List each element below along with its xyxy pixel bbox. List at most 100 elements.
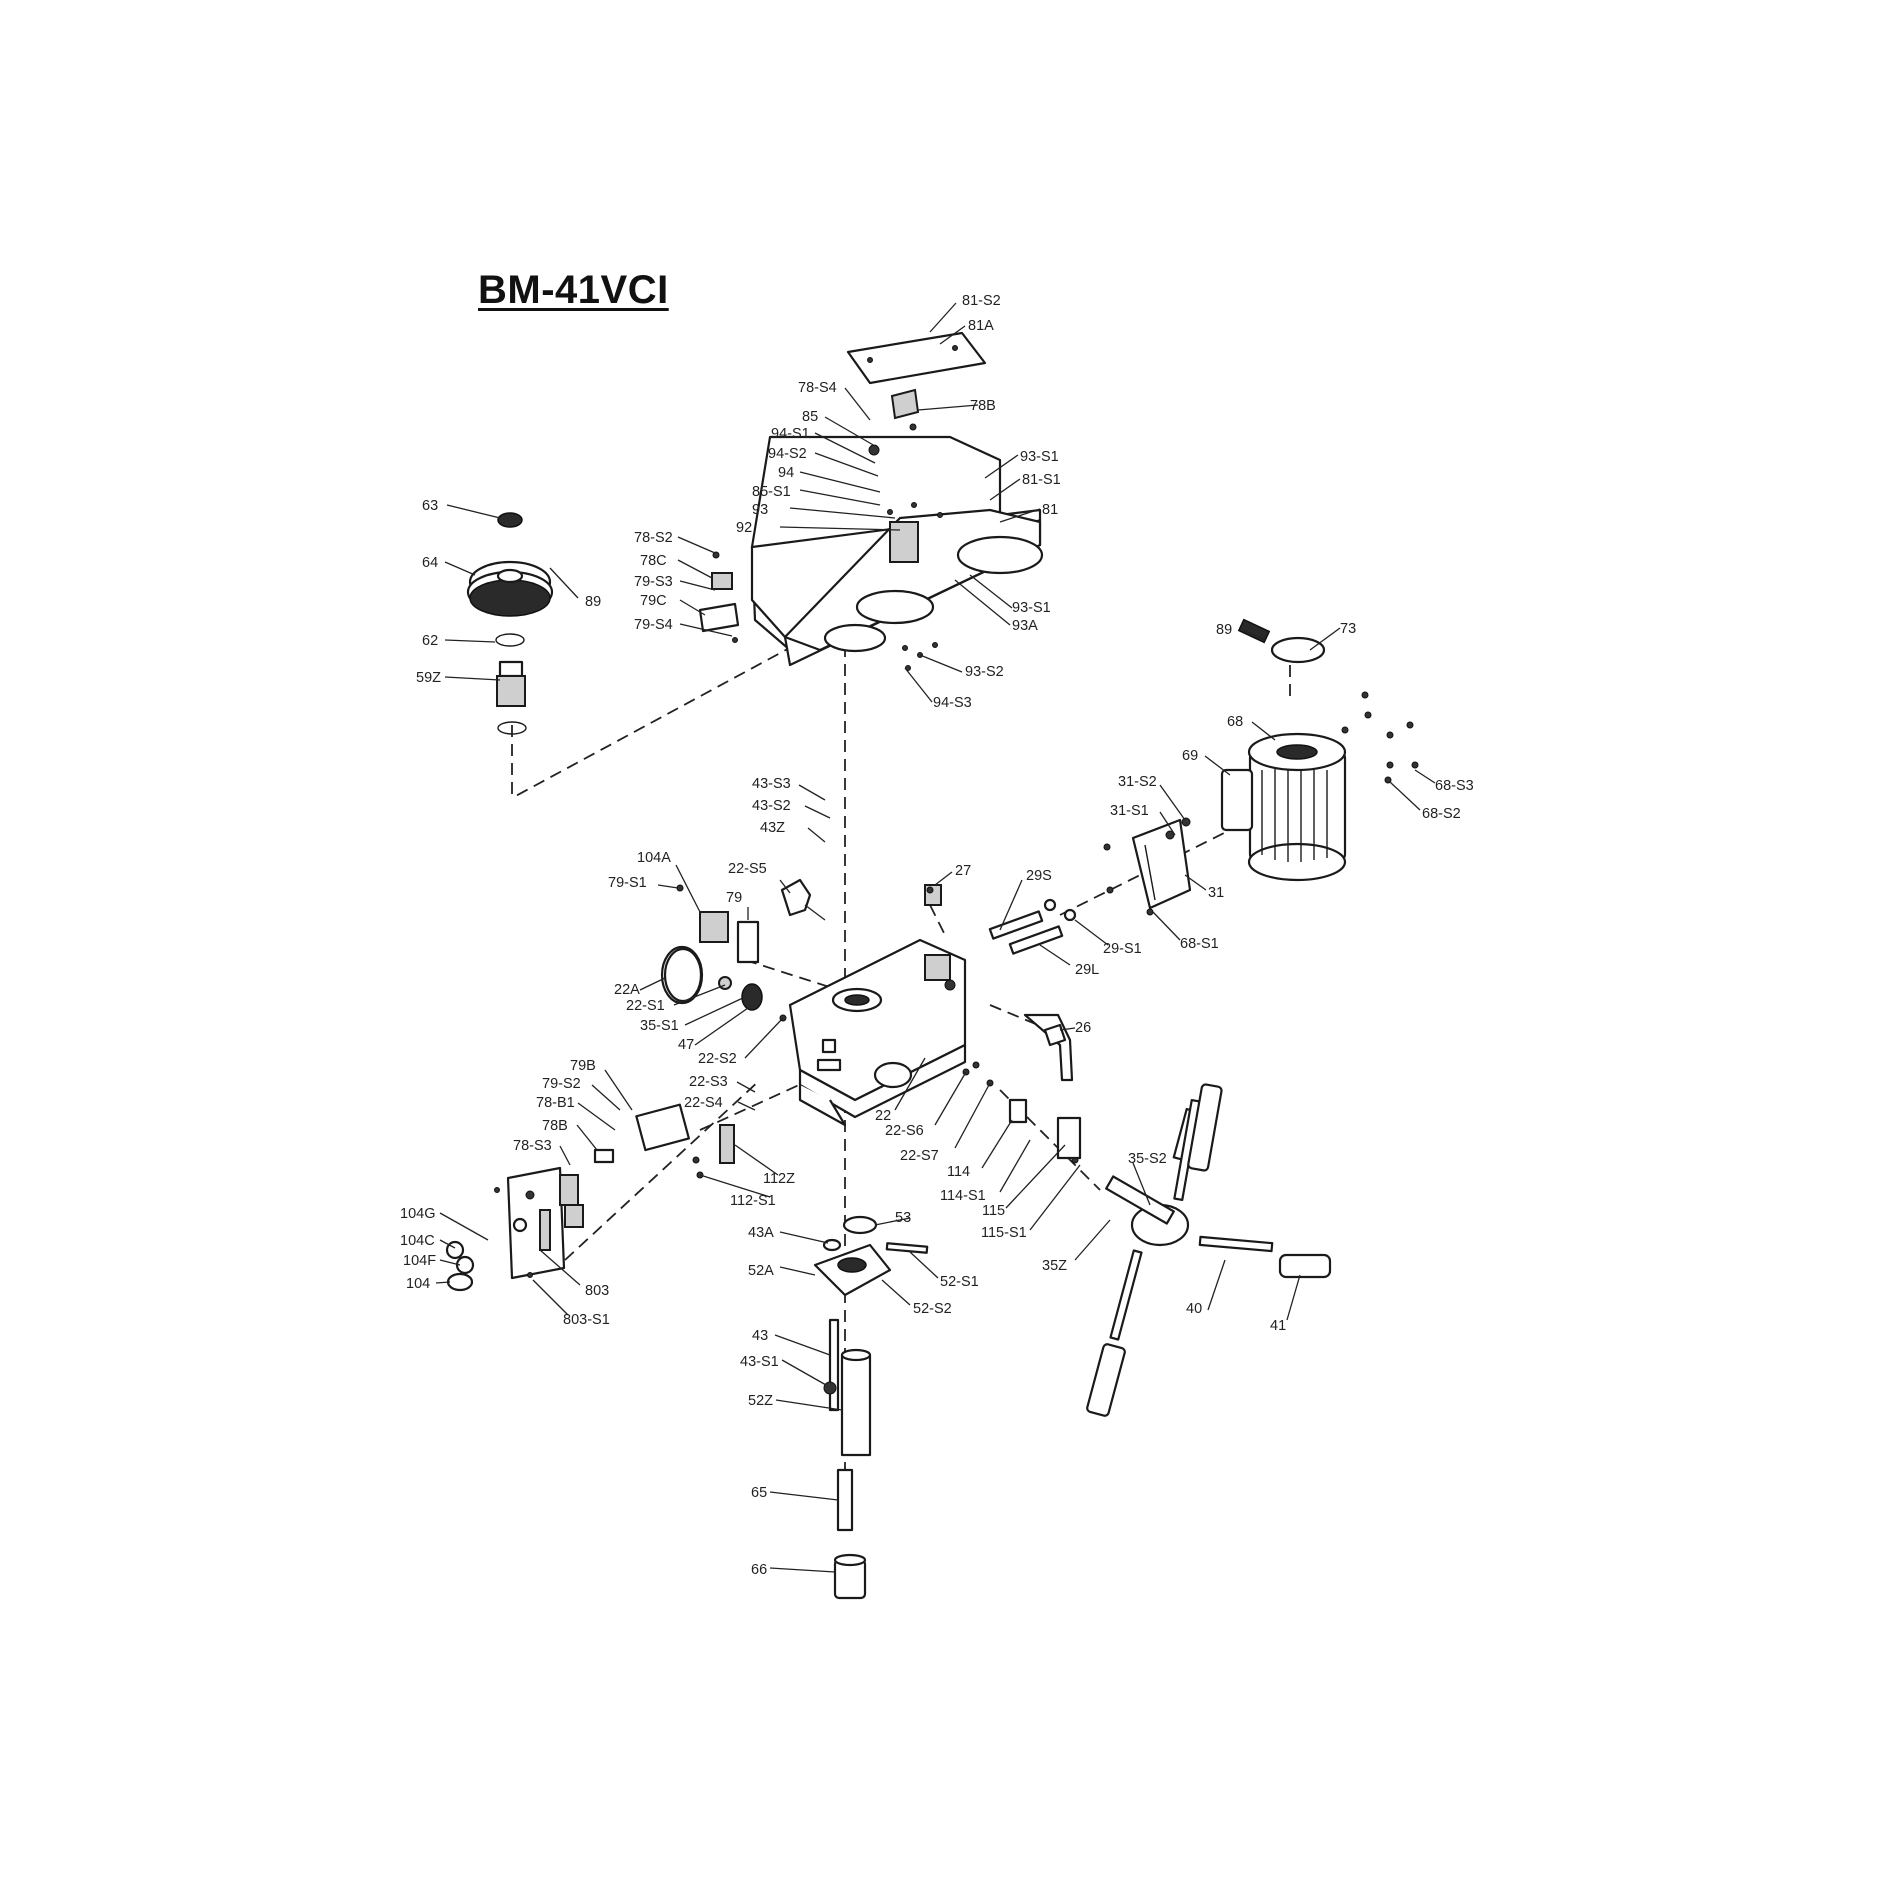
callout-label: 79-S1 <box>608 875 647 891</box>
left-assembly <box>660 878 826 1022</box>
callout-label: 104 <box>406 1276 430 1292</box>
feed-handles <box>1008 1023 1332 1417</box>
model-title: BM-41VCI <box>478 268 669 312</box>
callout-label: 26 <box>1075 1020 1091 1036</box>
callout-label: 94-S2 <box>768 446 807 462</box>
switch-bracket-79c <box>698 551 740 643</box>
callout-labels: 81-S2 81A 78-S4 78B 85 94-S1 94-S2 94 85… <box>400 293 1474 1578</box>
callout-label: 43-S3 <box>752 776 791 792</box>
control-panel-803 <box>445 1103 735 1292</box>
callout-label: 22-S1 <box>626 998 665 1014</box>
motor-plate-31 <box>1103 817 1192 916</box>
callout-label: 112Z <box>763 1171 795 1187</box>
callout-label: 78C <box>640 553 667 569</box>
callout-label: 79-S2 <box>542 1076 581 1092</box>
callout-label: 64 <box>422 555 438 571</box>
callout-label: 43-S2 <box>752 798 791 814</box>
callout-label: 803 <box>585 1283 609 1299</box>
callout-label: 22-S4 <box>684 1095 723 1111</box>
callout-label: 68-S3 <box>1435 778 1474 794</box>
callout-label: 47 <box>678 1037 694 1053</box>
callout-label: 89 <box>1216 622 1232 638</box>
callout-label: 115-S1 <box>981 1225 1027 1241</box>
callout-label: 85 <box>802 409 818 425</box>
callout-label: 29S <box>1026 868 1052 884</box>
callout-label: 52-S1 <box>940 1274 979 1290</box>
head-casting-22 <box>788 938 994 1127</box>
callout-label: 62 <box>422 633 438 649</box>
callout-label: 93A <box>1012 618 1038 634</box>
callout-label: 93-S2 <box>965 664 1004 680</box>
callout-label: 114 <box>947 1164 970 1180</box>
callout-label: 78-S2 <box>634 530 673 546</box>
callout-label: 52-S2 <box>913 1301 952 1317</box>
callout-label: 81 <box>1042 502 1058 518</box>
callout-label: 29L <box>1075 962 1099 978</box>
callout-label: 93-S1 <box>1012 600 1051 616</box>
callout-label: 78B <box>970 398 996 414</box>
callout-label: 803-S1 <box>563 1312 610 1328</box>
callout-label: 31 <box>1208 885 1224 901</box>
callout-label: 81-S2 <box>962 293 1001 309</box>
callout-label: 115 <box>982 1203 1005 1219</box>
callout-label: 85-S1 <box>752 484 791 500</box>
callout-label: 92 <box>736 520 752 536</box>
callout-label: 35Z <box>1042 1258 1067 1274</box>
callout-label: 22-S5 <box>728 861 767 877</box>
callout-label: 22 <box>875 1108 891 1124</box>
callout-label: 22-S7 <box>900 1148 939 1164</box>
callout-label: 79-S4 <box>634 617 673 633</box>
callout-label: 104F <box>403 1253 436 1269</box>
callout-label: 31-S1 <box>1110 803 1149 819</box>
callout-label: 65 <box>751 1485 767 1501</box>
callout-label: 79B <box>570 1058 596 1074</box>
callout-label: 69 <box>1182 748 1198 764</box>
callout-label: 27 <box>955 863 971 879</box>
callout-label: 89 <box>585 594 601 610</box>
callout-label: 79C <box>640 593 667 609</box>
callout-label: 81-S1 <box>1022 472 1061 488</box>
cover-plate-81a <box>846 331 987 431</box>
callout-label: 52A <box>748 1263 774 1279</box>
callout-label: 94-S1 <box>771 426 810 442</box>
belt-guard-81 <box>750 435 1044 671</box>
callout-label: 104A <box>637 850 671 866</box>
callout-label: 35-S2 <box>1128 1151 1167 1167</box>
callout-label: 104G <box>400 1206 435 1222</box>
callout-label: 68-S1 <box>1180 936 1219 952</box>
motor-68 <box>1220 618 1419 882</box>
callout-label: 68 <box>1227 714 1243 730</box>
quill-assembly <box>813 1215 929 1600</box>
callout-leaders <box>435 302 1436 1573</box>
callout-label: 31-S2 <box>1118 774 1157 790</box>
callout-label: 22-S2 <box>698 1051 737 1067</box>
callout-label: 52Z <box>748 1393 773 1409</box>
callout-label: 104C <box>400 1233 435 1249</box>
callout-label: 43-S1 <box>740 1354 779 1370</box>
callout-label: 94-S3 <box>933 695 972 711</box>
callout-label: 78-B1 <box>536 1095 575 1111</box>
callout-label: 43 <box>752 1328 768 1344</box>
callout-label: 93-S1 <box>1020 449 1059 465</box>
callout-label: 43Z <box>760 820 785 836</box>
callout-label: 22A <box>614 982 640 998</box>
callout-label: 78-S3 <box>513 1138 552 1154</box>
callout-label: 79 <box>726 890 742 906</box>
spindle-pulley-64 <box>466 512 554 735</box>
callout-label: 81A <box>968 318 994 334</box>
callout-label: 63 <box>422 498 438 514</box>
callout-label: 73 <box>1340 621 1356 637</box>
callout-label: 66 <box>751 1562 767 1578</box>
callout-label: 59Z <box>416 670 441 686</box>
callout-label: 35-S1 <box>640 1018 679 1034</box>
callout-label: 53 <box>895 1210 911 1226</box>
callout-label: 41 <box>1270 1318 1286 1334</box>
callout-label: 29-S1 <box>1103 941 1142 957</box>
callout-label: 22-S3 <box>689 1074 728 1090</box>
callout-label: 93 <box>752 502 768 518</box>
callout-label: 78-S4 <box>798 380 837 396</box>
callout-label: 94 <box>778 465 794 481</box>
callout-label: 68-S2 <box>1422 806 1461 822</box>
